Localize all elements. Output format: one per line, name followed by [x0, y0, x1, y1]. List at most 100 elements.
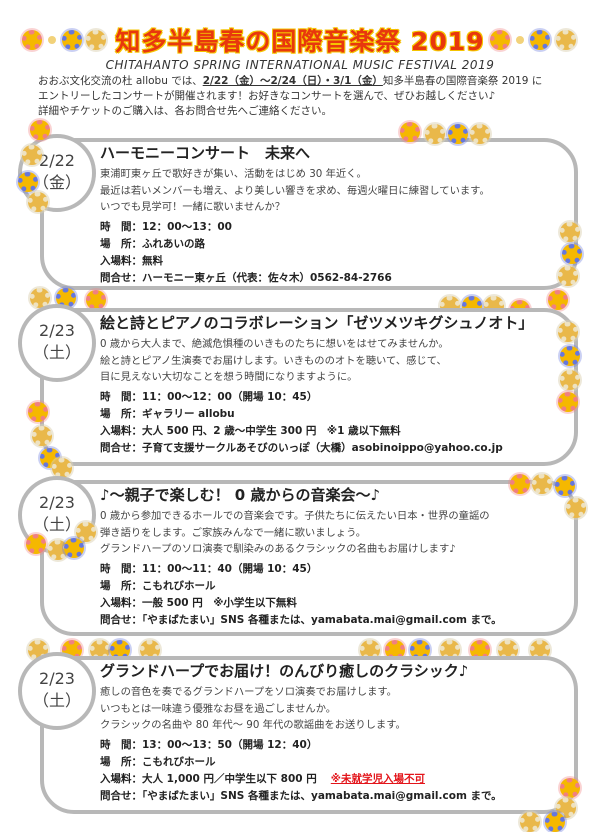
event-description-line: クラシックの名曲や 80 年代～ 90 年代の歌謡曲をお送りします。 — [100, 719, 406, 731]
flower-icon — [560, 222, 580, 242]
flower-icon — [558, 266, 578, 286]
event-fee: 入場料：一般 500 円 ※小学生以下無料 — [100, 595, 580, 612]
flower-icon — [556, 30, 576, 50]
flower-icon — [562, 244, 582, 264]
flower-icon — [560, 370, 580, 390]
flower-icon — [425, 124, 445, 144]
event-card — [40, 480, 578, 636]
flower-icon — [76, 522, 96, 542]
flower-icon — [558, 392, 578, 412]
fee-text: 入場料：大人 500 円、2 歳～中学生 300 円 ※1 歳以下無料 — [100, 424, 401, 437]
event-date: 2/23 — [39, 321, 75, 340]
flower-icon — [516, 36, 524, 44]
event-date: 2/22 — [39, 151, 75, 170]
event-title: グランドハープでお届け！のんびり癒しのクラシック♪ — [100, 662, 469, 680]
event-date-badge: 2/23 （土） — [18, 304, 96, 382]
event-card — [40, 308, 578, 466]
event-time: 時 間：13：00～13：50（開場 12：40） — [100, 738, 318, 751]
flower-icon — [490, 30, 510, 50]
event-day: （金） — [32, 173, 81, 192]
intro-text: おおぶ文化交流の杜 allobu では、2/22（金）～2/24（日）・3/1（… — [38, 74, 588, 119]
flower-icon — [22, 145, 42, 165]
flower-icon — [555, 476, 575, 496]
event-date: 2/23 — [39, 669, 75, 688]
event-time: 時 間：12：00～13：00 — [100, 220, 232, 233]
flower-icon — [62, 30, 82, 50]
intro-post: 知多半島春の国際音楽祭 2019 に — [382, 75, 543, 87]
intro-dates: 2/22（金）～2/24（日）・3/1（金） — [202, 75, 383, 87]
event-content: ♪～親子で楽しむ！ 0 歳からの音楽会～♪ 0 歳から参加できるホールでの音楽会… — [100, 484, 580, 629]
flower-icon — [48, 36, 56, 44]
flower-icon — [548, 290, 568, 310]
event-description-line: 絵と詩とピアノ生演奏でお届けします。いきもののオトを聴いて、感じて、 — [100, 354, 447, 367]
event-description-line: グランドハープのソロ演奏で馴染みのあるクラシックの名曲もお届けします♪ — [100, 543, 456, 555]
event-place: 場 所：ふれあいの路 — [100, 237, 205, 250]
event-day: （土） — [32, 515, 81, 534]
flower-icon — [520, 812, 540, 832]
event-description-line: 0 歳から大人まで、絶滅危惧種のいきものたちに想いをはせてみませんか。 — [100, 338, 449, 350]
event-description-line: 癒しの音色を奏でるグランドハープをソロ演奏でお届けします。 — [100, 686, 397, 698]
flower-icon — [28, 402, 48, 422]
flower-icon — [532, 474, 552, 494]
event-time: 時 間：11：00～11：40（開場 10：45） — [100, 562, 318, 575]
intro-line: 詳細やチケットのご購入は、各お問合せ先へご連絡ください。 — [38, 105, 332, 117]
fee-text: 入場料：無料 — [100, 254, 163, 267]
event-fee: 入場料：無料 — [100, 253, 580, 270]
event-place: 場 所：こもれびホール — [100, 755, 216, 768]
event-contact: 問合せ：「やまばたまい」SNS 各種または、yamabata.mai@gmail… — [100, 613, 502, 626]
event-description-line: 0 歳から参加できるホールでの音楽会です。子供たちに伝えたい日本・世界の童謡の — [100, 510, 490, 522]
event-time: 時 間：11：00～12：00（開場 10：45） — [100, 390, 318, 403]
flower-icon — [30, 120, 50, 140]
flower-icon — [448, 124, 468, 144]
flower-icon — [400, 122, 420, 142]
event-day: （土） — [32, 691, 81, 710]
flower-icon — [26, 534, 46, 554]
flower-icon — [558, 322, 578, 342]
event-contact: 問合せ：ハーモニー東ヶ丘（代表：佐々木）0562-84-2766 — [100, 271, 392, 284]
fee-text: 入場料：大人 1,000 円／中学生以下 800 円 — [100, 772, 317, 785]
event-card — [40, 656, 578, 814]
event-place: 場 所：ギャラリー allobu — [100, 407, 235, 420]
event-day: （土） — [32, 343, 81, 362]
event-description-line: 目に見えない大切なことを想う時間になりますように。 — [100, 371, 358, 383]
page-subtitle: CHITAHANTO SPRING INTERNATIONAL MUSIC FE… — [105, 58, 495, 72]
flower-icon — [18, 172, 38, 192]
event-description-line: いつでも見学可！一緒に歌いませんか？ — [100, 201, 286, 213]
event-description-line: 弾き語りをします。ご家族みんなで一緒に歌いましょう。 — [100, 526, 367, 539]
intro-line: エントリーしたコンサートが開催されます！お好きなコンサートを選んで、ぜひお越しく… — [38, 90, 496, 102]
flower-icon — [560, 778, 580, 798]
fee-warning: ※未就学児入場不可 — [330, 772, 425, 785]
flower-icon — [30, 288, 50, 308]
intro-pre: おおぶ文化交流の杜 allobu では、 — [38, 75, 203, 87]
flower-icon — [86, 290, 106, 310]
flower-icon — [510, 474, 530, 494]
flower-icon — [28, 192, 48, 212]
event-title: ハーモニーコンサート 未来へ — [100, 144, 311, 162]
event-fee: 入場料：大人 1,000 円／中学生以下 800 円 ※未就学児入場不可 — [100, 771, 580, 788]
event-place: 場 所：こもれびホール — [100, 579, 216, 592]
flower-icon — [32, 426, 52, 446]
flower-icon — [64, 538, 84, 558]
event-date: 2/23 — [39, 493, 75, 512]
event-description-line: 東浦町東ヶ丘で歌好きが集い、活動をはじめ 30 年近く。 — [100, 168, 367, 180]
event-contact: 問合せ：「やまばたまい」SNS 各種または、yamabata.mai@gmail… — [100, 789, 502, 802]
page-title: 知多半島春の国際音楽祭 2019 — [115, 27, 485, 56]
flower-icon — [52, 458, 72, 478]
fee-text: 入場料：一般 500 円 ※小学生以下無料 — [100, 596, 297, 609]
flower-icon — [545, 812, 565, 832]
event-description-line: いつもとは一味違う優雅なお昼を過ごしませんか。 — [100, 702, 337, 715]
flower-icon — [530, 30, 550, 50]
flower-icon — [560, 346, 580, 366]
event-title: 絵と詩とピアノのコラボレーション「ゼツメツキグシュノオト」 — [100, 314, 534, 332]
event-description-line: 最近は若いメンバーも増え、より美しい響きを求め、毎週火曜日に練習しています。 — [100, 184, 490, 197]
event-card — [40, 138, 578, 290]
event-content: 絵と詩とピアノのコラボレーション「ゼツメツキグシュノオト」 0 歳から大人まで、… — [100, 312, 580, 457]
event-content: ハーモニーコンサート 未来へ 東浦町東ヶ丘で歌好きが集い、活動をはじめ 30 年… — [100, 142, 580, 287]
event-fee: 入場料：大人 500 円、2 歳～中学生 300 円 ※1 歳以下無料 — [100, 423, 580, 440]
event-title: ♪～親子で楽しむ！ 0 歳からの音楽会～♪ — [100, 486, 381, 504]
flower-icon — [470, 124, 490, 144]
flower-icon — [86, 30, 106, 50]
event-date-badge: 2/23 （土） — [18, 652, 96, 730]
event-content: グランドハープでお届け！のんびり癒しのクラシック♪ 癒しの音色を奏でるグランドハ… — [100, 660, 580, 805]
flower-icon — [566, 498, 586, 518]
